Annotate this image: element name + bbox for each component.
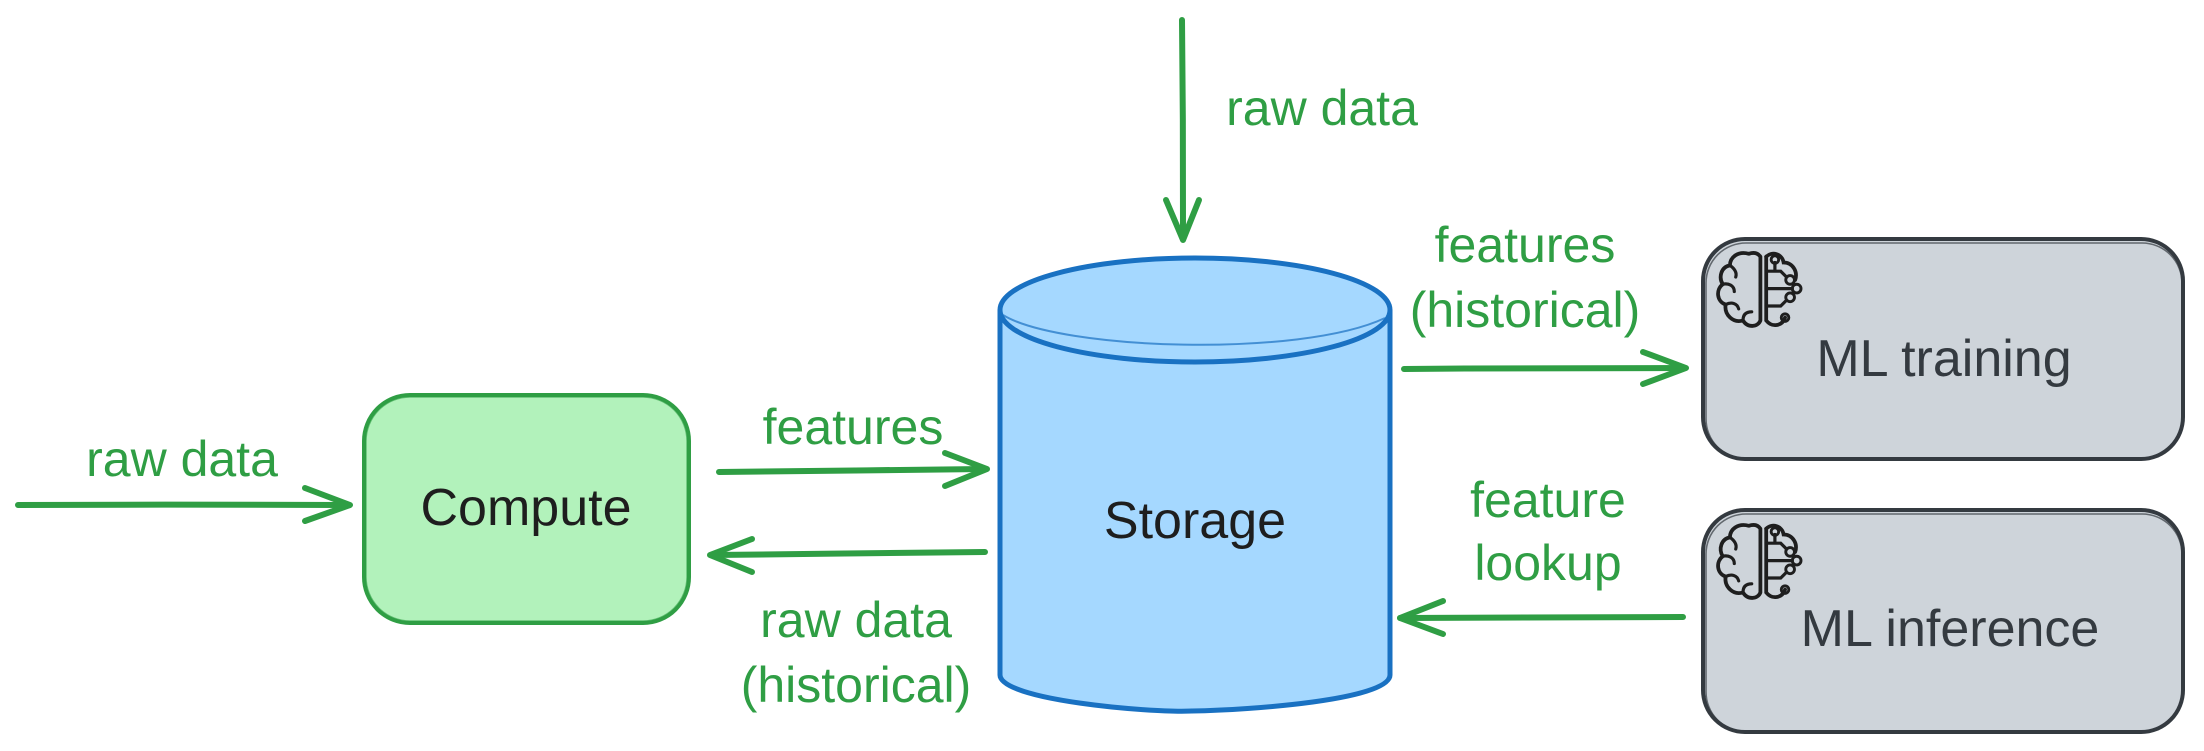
edge-label-features-historical: features (historical)	[1410, 217, 1641, 338]
edge-label-feature-lookup: feature lookup	[1470, 472, 1626, 591]
ml-inference-node: ML inference	[1701, 508, 2185, 734]
arrow-lookup-inference-to-storage	[1397, 598, 1686, 637]
ml-training-node: ML training	[1701, 237, 2185, 461]
arrow-raw-data-to-storage	[1163, 17, 1202, 243]
edge-label-features: features	[763, 399, 944, 455]
edge-label-raw-data-left: raw data	[86, 431, 278, 487]
edge-label-raw-data-top: raw data	[1226, 80, 1418, 136]
arrow-raw-data-storage-to-compute	[707, 536, 988, 575]
storage-node: Storage	[997, 255, 1393, 714]
edge-label-features-historical-line2: (historical)	[1410, 282, 1641, 338]
compute-label: Compute	[421, 479, 632, 537]
arrow-features-storage-to-training	[1401, 349, 1689, 387]
storage-label: Storage	[1104, 492, 1286, 550]
compute-node: Compute	[362, 393, 691, 625]
edge-label-raw-data-historical: raw data (historical)	[741, 592, 972, 713]
ml-training-label: ML training	[1816, 330, 2071, 388]
edge-label-feature-lookup-line1: feature	[1470, 472, 1626, 528]
edge-label-raw-data-historical-line2: (historical)	[741, 657, 972, 713]
edge-label-feature-lookup-line2: lookup	[1474, 535, 1621, 591]
arrow-features-compute-to-storage	[716, 450, 990, 489]
arrow-raw-data-to-compute	[15, 485, 353, 524]
ml-inference-label: ML inference	[1801, 600, 2100, 658]
edge-label-features-historical-line1: features	[1435, 217, 1616, 273]
edge-label-raw-data-historical-line1: raw data	[760, 592, 952, 648]
